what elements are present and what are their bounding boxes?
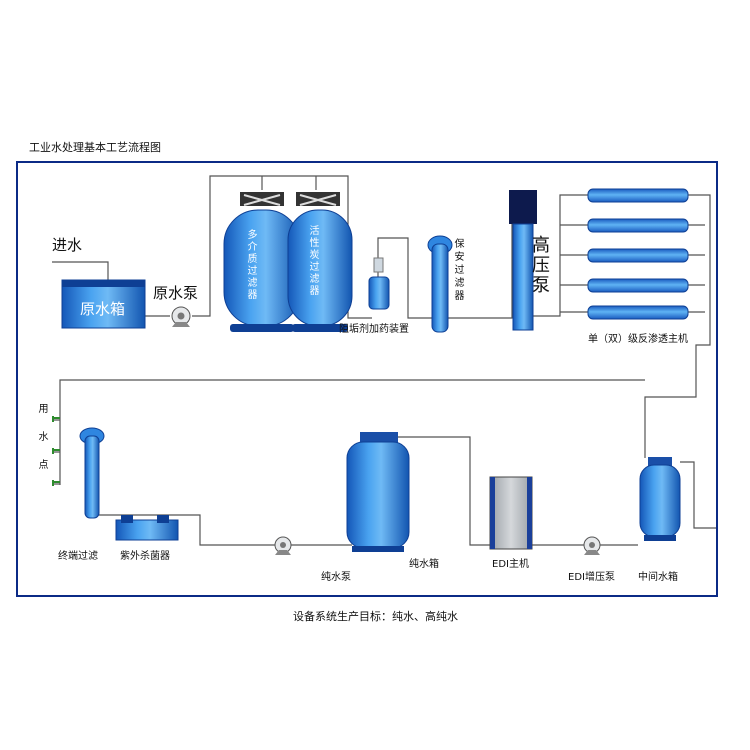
- carbon-filter-label: 活性炭过滤器: [307, 225, 318, 297]
- raw-pump-label: 原水泵: [153, 284, 199, 302]
- tap-icon: [52, 448, 60, 454]
- ro-unit-label: 单（双）级反渗透主机: [588, 334, 688, 345]
- caption: 设备系统生产目标：纯水、高纯水: [293, 610, 458, 623]
- carbon-filter: [287, 192, 353, 332]
- security-filter: [427, 235, 453, 333]
- diagram-title: 工业水处理基本工艺流程图: [29, 141, 161, 154]
- high-pressure-pump-label: 高压泵: [529, 235, 550, 295]
- edi-pump-label: EDI增压泵: [568, 572, 615, 583]
- pure-water-pump: [274, 536, 292, 555]
- raw-tank-label: 原水箱: [80, 300, 126, 318]
- raw-water-pump: [171, 306, 191, 327]
- uv-label: 紫外杀菌器: [120, 551, 170, 562]
- ro-membranes: [587, 188, 689, 320]
- antiscalant-label: 阻垢剂加药装置: [339, 324, 409, 335]
- tap-icon: [52, 480, 60, 486]
- intermediate-tank-label: 中间水箱: [638, 572, 678, 583]
- high-pressure-pump: [509, 190, 537, 331]
- terminal-filter-label: 终端过滤: [58, 551, 98, 562]
- multimedia-filter-label: 多介质过滤器: [245, 229, 256, 301]
- raw-water-tank: [61, 279, 146, 329]
- terminal-filter: [79, 427, 105, 519]
- use-point-label: 用水点: [36, 403, 47, 487]
- tap-icon: [52, 416, 60, 422]
- uv-sterilizer: [115, 515, 179, 541]
- ro-membrane-icon: [587, 188, 689, 203]
- edi-unit: [489, 476, 533, 550]
- pure-tank-label: 纯水箱: [409, 559, 439, 570]
- antiscalant-dosing-unit: [368, 257, 390, 310]
- pure-water-tank: [346, 432, 410, 552]
- intermediate-tank: [639, 457, 681, 541]
- inlet-label: 进水: [52, 236, 83, 254]
- edi-booster-pump: [583, 536, 601, 555]
- pure-pump-label: 纯水泵: [321, 572, 351, 583]
- ro-membrane-icon: [587, 278, 689, 293]
- ro-membrane-icon: [587, 248, 689, 263]
- ro-membrane-icon: [587, 305, 689, 320]
- use-point-taps: [52, 416, 60, 486]
- security-filter-label: 保安过滤器: [452, 238, 463, 303]
- ro-membrane-icon: [587, 218, 689, 233]
- diagram-frame: [16, 161, 718, 597]
- edi-unit-label: EDI主机: [492, 559, 529, 570]
